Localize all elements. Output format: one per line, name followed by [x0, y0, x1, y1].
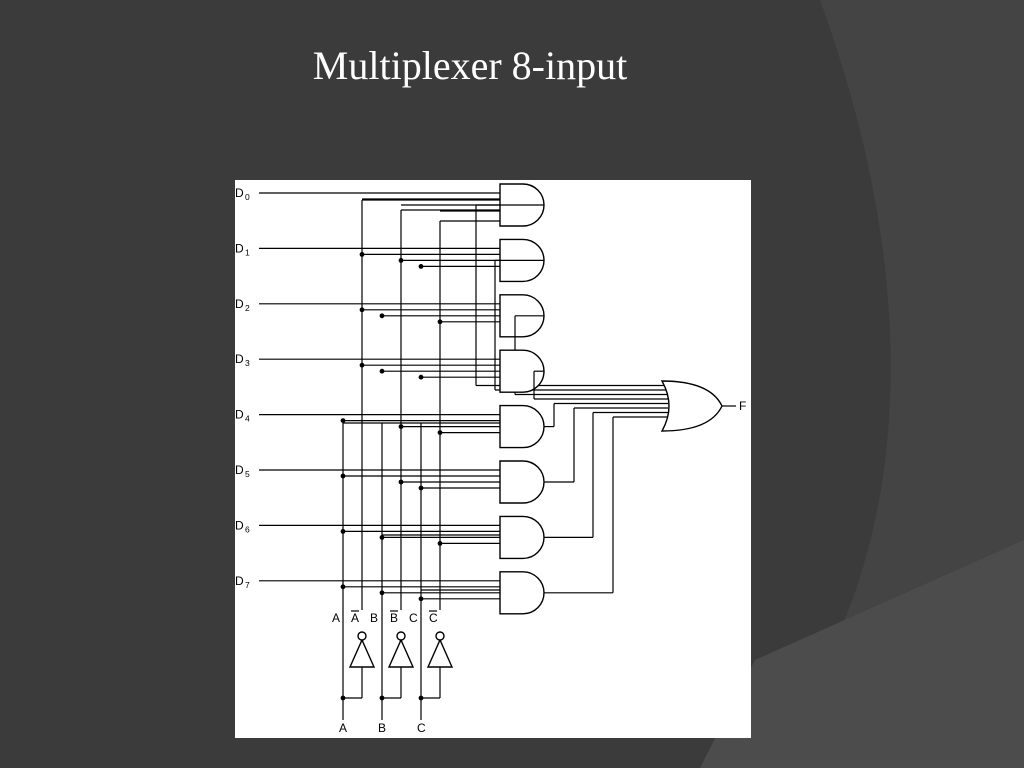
junction-dot [340, 695, 346, 701]
data-input-subscript-6: 6 [245, 524, 250, 534]
select-input-label-2: C [417, 721, 426, 735]
select-input-label-0: A [339, 721, 347, 735]
not-gate-bubble [396, 631, 406, 641]
data-input-label-3: D [235, 352, 244, 366]
not-gate-1 [387, 631, 415, 668]
bus-label-3: B [390, 611, 398, 625]
select-input-label-1: B [378, 721, 386, 735]
bus-label-4: C [409, 611, 418, 625]
and-gate-body [499, 349, 545, 393]
and-gate-6 [499, 515, 545, 560]
data-input-subscript-0: 0 [245, 192, 250, 202]
slide-title: Multiplexer 8-input [312, 43, 628, 88]
not-gate-bubble [357, 631, 367, 641]
data-input-label-1: D [235, 241, 244, 255]
output-label: F [739, 399, 746, 413]
not-gate-2 [426, 631, 454, 668]
bus-label-5: C [429, 611, 438, 625]
and-gate-7 [499, 571, 545, 615]
data-input-label-0: D [235, 186, 244, 200]
bus-label-2: B [370, 611, 378, 625]
and-gate-body [499, 404, 545, 449]
junction-dot [418, 695, 424, 701]
not-gate-0 [348, 631, 376, 668]
junction-dot [418, 264, 424, 269]
not-gate-bubble [435, 631, 445, 641]
data-input-subscript-7: 7 [245, 580, 250, 590]
not-gate-body [348, 638, 376, 668]
not-gate-body [426, 638, 454, 668]
junction-dot [418, 374, 424, 380]
bus-label-0: A [332, 611, 340, 625]
data-input-label-4: D [235, 408, 244, 422]
not-gate-body [387, 638, 415, 668]
data-input-label-5: D [235, 463, 244, 477]
bus-label-1: A [351, 611, 359, 625]
background-corner [700, 540, 1024, 768]
junction-dot [379, 695, 385, 701]
data-input-subscript-5: 5 [245, 469, 250, 479]
and-gate-3 [499, 349, 545, 393]
data-input-subscript-4: 4 [245, 414, 250, 424]
and-gate-body [499, 571, 545, 615]
junction-dot [379, 313, 385, 319]
and-gate-5 [499, 460, 545, 504]
and-gate-body [499, 460, 545, 504]
data-input-subscript-3: 3 [245, 358, 250, 368]
junction-dot [379, 368, 385, 374]
data-input-subscript-2: 2 [245, 303, 250, 313]
data-input-label-6: D [235, 518, 244, 532]
and-gate-4 [499, 404, 545, 449]
and-gate-body [499, 515, 545, 560]
or-gate [660, 380, 723, 432]
junction-dot [340, 418, 346, 423]
data-input-label-7: D [235, 574, 244, 588]
data-input-subscript-1: 1 [245, 247, 250, 257]
data-input-label-2: D [235, 297, 244, 311]
